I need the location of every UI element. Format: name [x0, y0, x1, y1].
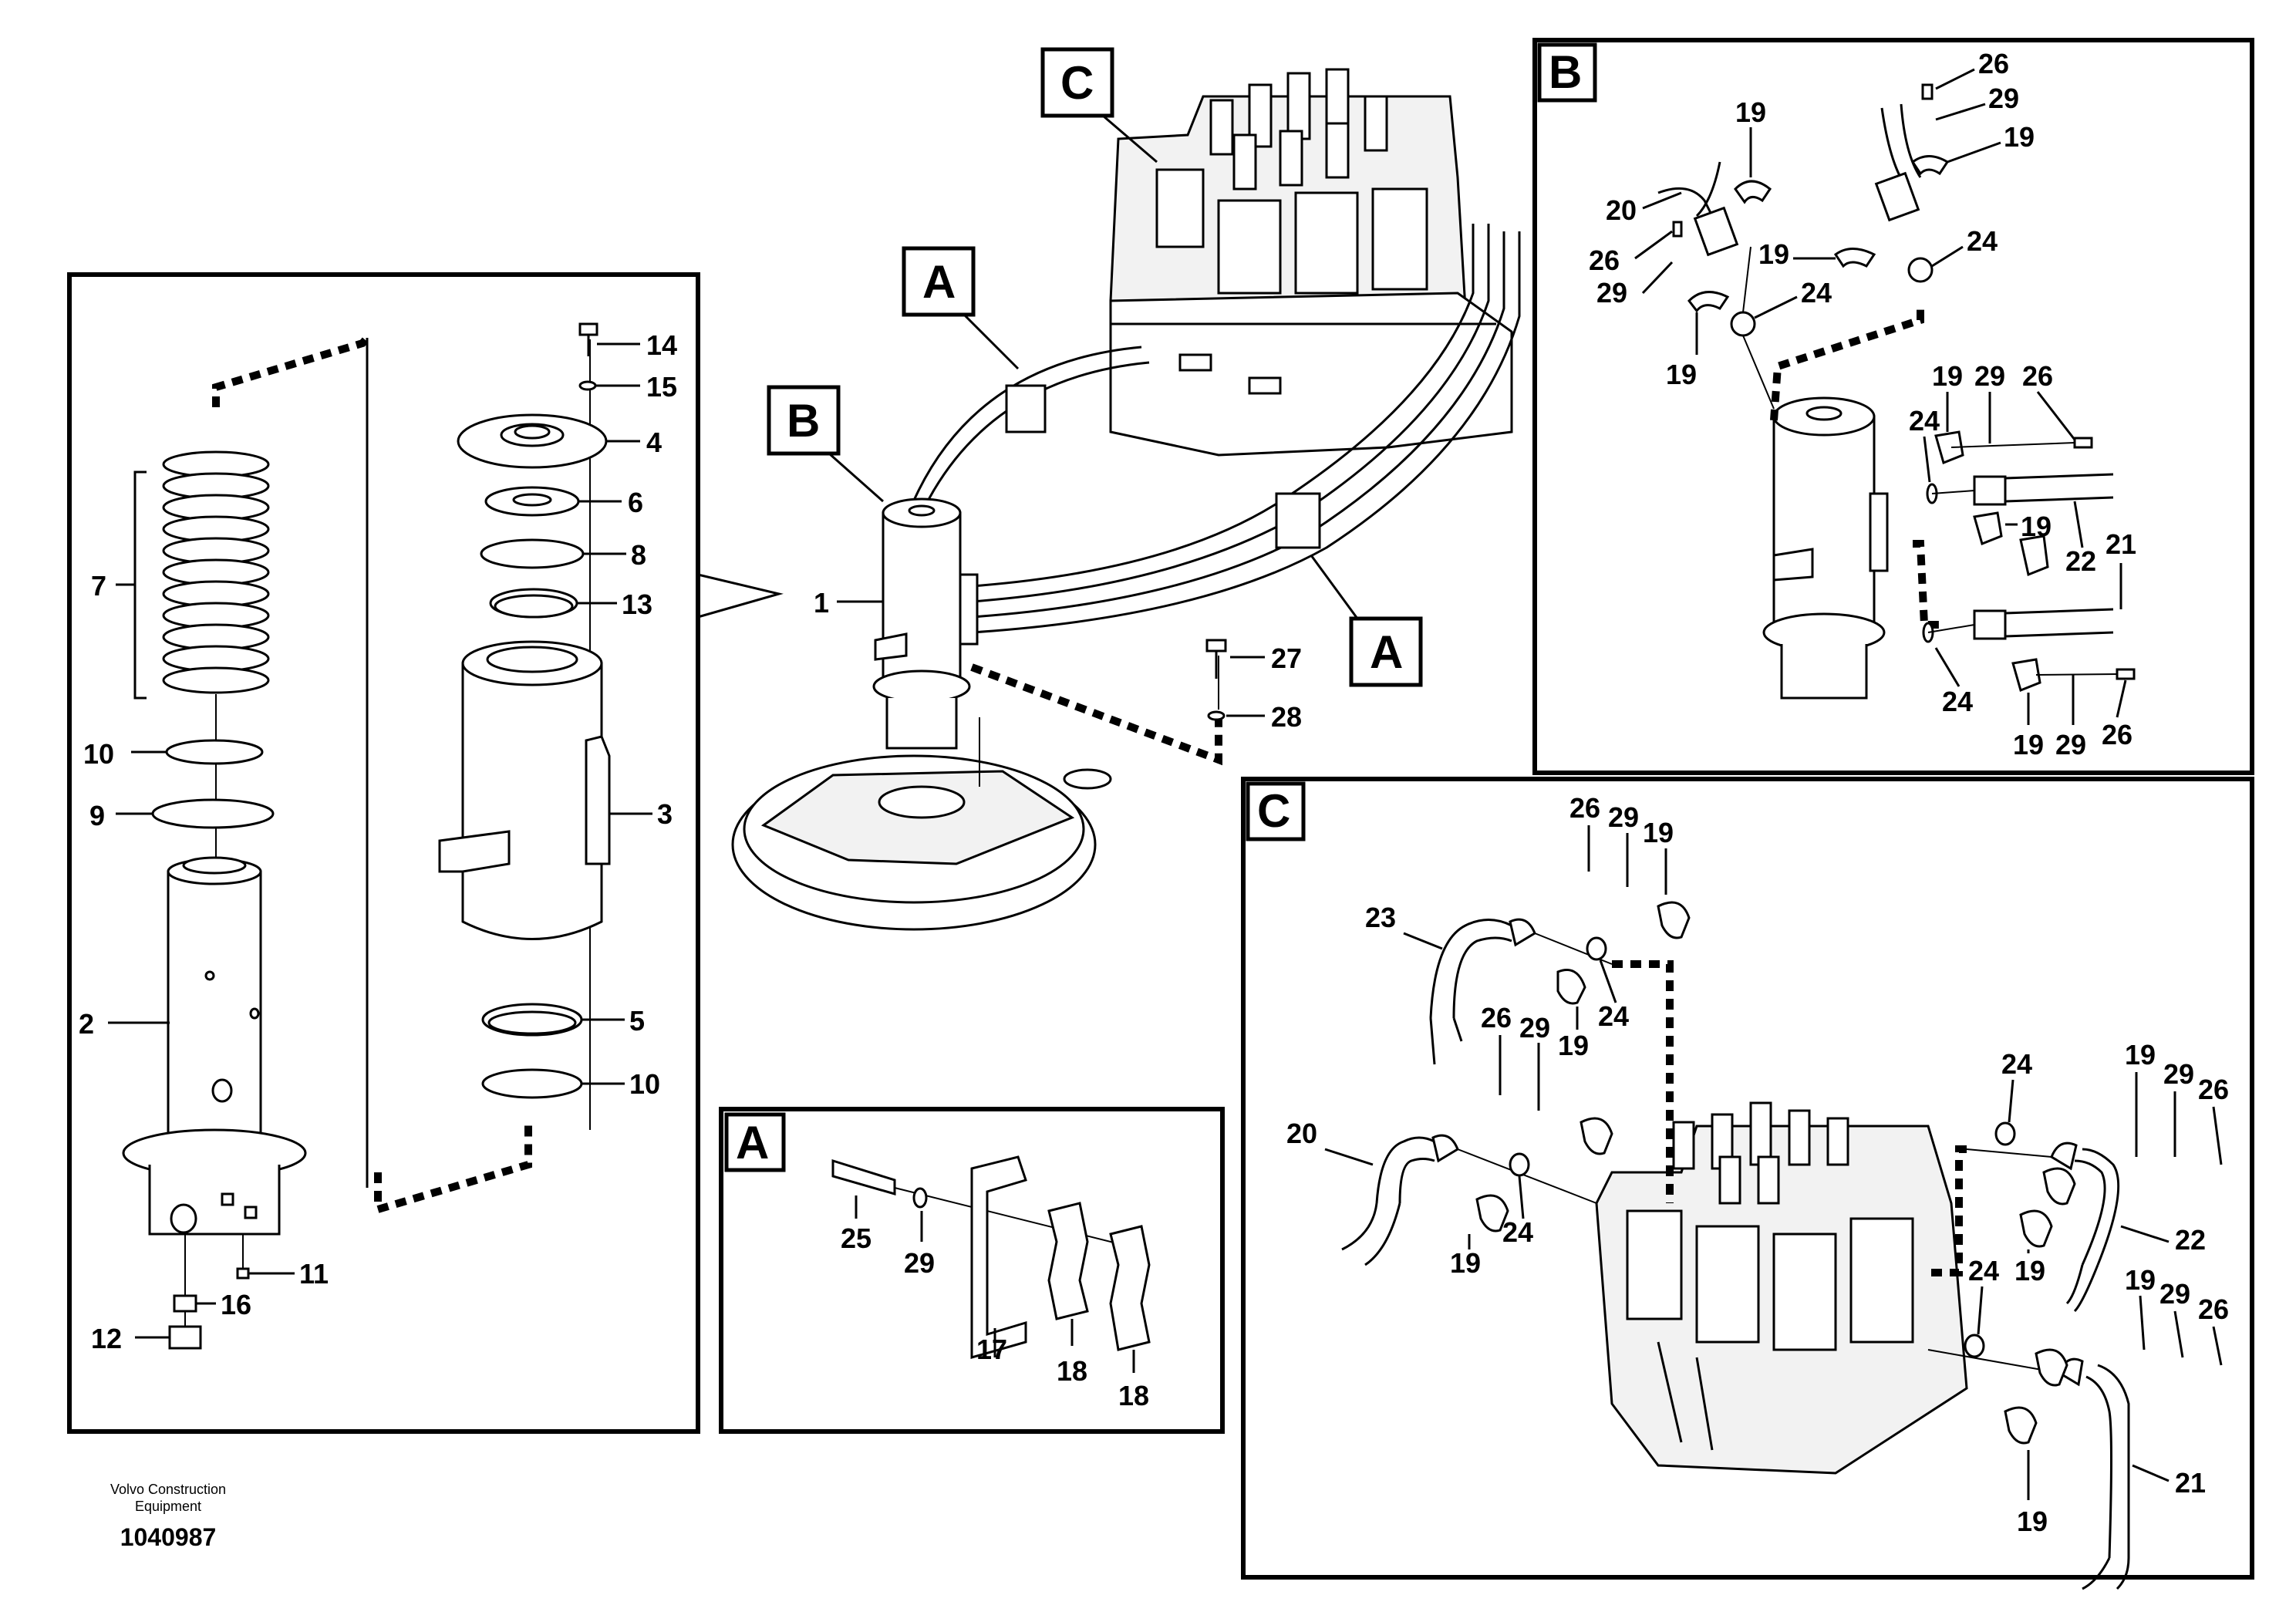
- main-assembly: 27 28 1 C A B A: [731, 47, 1521, 931]
- label-4: 4: [646, 427, 662, 458]
- swivel-shaft: [122, 856, 307, 1236]
- label-9: 9: [89, 800, 105, 831]
- label-29-a: 29: [904, 1247, 935, 1279]
- label-1: 1: [814, 587, 829, 619]
- label-14: 14: [646, 329, 677, 361]
- label-26-b2: 26: [1589, 244, 1620, 276]
- label-8: 8: [631, 539, 646, 571]
- callout-letter-a-top: A: [922, 256, 956, 308]
- detail-c-panel: C: [1241, 777, 2254, 1590]
- label-19-c1: 19: [1643, 817, 1674, 848]
- label-24-c4: 24: [1968, 1255, 1999, 1286]
- label-24-b1: 24: [1801, 277, 1832, 309]
- label-19-b5: 19: [1932, 360, 1963, 392]
- label-26-c4: 26: [2198, 1293, 2229, 1325]
- label-29-c4: 29: [2159, 1278, 2190, 1310]
- label-28: 28: [1271, 701, 1302, 733]
- label-17: 17: [976, 1334, 1007, 1365]
- label-19-c5: 19: [2014, 1255, 2045, 1286]
- label-13: 13: [622, 588, 652, 620]
- detail-b-panel: B: [1532, 38, 2254, 775]
- label-26-b4: 26: [2102, 719, 2132, 750]
- company-name-line1: Volvo Construction: [110, 1482, 227, 1497]
- label-18-b: 18: [1118, 1380, 1149, 1411]
- label-5: 5: [629, 1005, 645, 1037]
- label-26-b3: 26: [2022, 360, 2053, 392]
- view-callout-c: C: [1040, 47, 1158, 164]
- label-27: 27: [1271, 642, 1302, 674]
- label-19-b7: 19: [2013, 729, 2044, 760]
- label-10b: 10: [629, 1068, 660, 1100]
- label-3: 3: [657, 798, 673, 830]
- label-15: 15: [646, 371, 677, 403]
- callout-letter-b: B: [787, 395, 820, 447]
- label-22-b: 22: [2065, 545, 2096, 577]
- label-19-c2: 19: [1558, 1030, 1589, 1061]
- detail-a-panel: A 25 29 17 18 18: [719, 1107, 1225, 1434]
- drawing-number: 1040987: [120, 1523, 217, 1551]
- label-29-b3: 29: [1974, 360, 2005, 392]
- label-26-c3: 26: [2198, 1074, 2229, 1105]
- label-19-b6: 19: [2021, 511, 2052, 542]
- view-callout-a-top: A: [902, 246, 1020, 370]
- swivel-assembly-main: [872, 497, 979, 750]
- callout-letter-a-bottom: A: [1370, 626, 1403, 678]
- label-29-b1: 29: [1988, 83, 2019, 114]
- label-29-b4: 29: [2055, 729, 2086, 760]
- label-19-b3: 19: [1666, 359, 1697, 390]
- label-11: 11: [299, 1258, 329, 1290]
- label-21-c: 21: [2175, 1467, 2206, 1499]
- label-26-b1: 26: [1978, 48, 2009, 79]
- label-6: 6: [628, 487, 643, 518]
- label-7: 7: [91, 570, 106, 602]
- label-21-b: 21: [2106, 528, 2136, 560]
- label-19-c6: 19: [2125, 1264, 2156, 1296]
- swivel-cover: [457, 413, 608, 469]
- label-25: 25: [841, 1222, 872, 1254]
- label-24-c1: 24: [1598, 1000, 1629, 1032]
- label-24-b4: 24: [1942, 686, 1973, 717]
- label-19-c7: 19: [2017, 1506, 2048, 1537]
- control-valve-block: [1109, 68, 1513, 457]
- label-29-c2: 29: [1519, 1012, 1550, 1044]
- label-19-b2: 19: [1735, 96, 1766, 128]
- label-29-b2: 29: [1596, 277, 1627, 309]
- label-24-c3: 24: [2001, 1048, 2032, 1080]
- label-24-b2: 24: [1967, 225, 1998, 257]
- label-29-c1: 29: [1608, 801, 1639, 833]
- label-23-c: 23: [1365, 902, 1396, 933]
- swivel-detail-panel: 7 10 9 2 11 16: [67, 272, 784, 1434]
- control-valve-detail: [1595, 1101, 1968, 1475]
- view-callout-b: B: [767, 385, 884, 503]
- label-19-c4: 19: [2125, 1039, 2156, 1071]
- label-16: 16: [221, 1289, 251, 1320]
- label-12: 12: [91, 1323, 122, 1354]
- label-26-c1: 26: [1569, 792, 1600, 824]
- label-19-b1: 19: [2004, 121, 2035, 153]
- detail-a-letter: A: [736, 1117, 769, 1168]
- company-name-line2: Equipment: [134, 1499, 202, 1514]
- label-24-c2: 24: [1502, 1216, 1533, 1248]
- label-24-b3: 24: [1909, 405, 1940, 437]
- view-callout-a-bottom: A: [1310, 555, 1423, 687]
- footer-company: Volvo Construction Equipment: [91, 1481, 245, 1515]
- label-19-c3: 19: [1450, 1247, 1481, 1279]
- swivel-housing: [438, 640, 611, 940]
- label-2: 2: [79, 1008, 94, 1040]
- label-29-c3: 29: [2163, 1058, 2194, 1090]
- detail-b-letter: B: [1549, 46, 1582, 98]
- label-18-a: 18: [1057, 1355, 1087, 1387]
- label-19-b4: 19: [1758, 238, 1789, 270]
- label-20-c: 20: [1286, 1118, 1317, 1149]
- label-26-c2: 26: [1481, 1002, 1512, 1034]
- detail-c-letter: C: [1257, 785, 1290, 837]
- label-20-b: 20: [1606, 194, 1637, 226]
- label-10: 10: [83, 738, 114, 770]
- callout-letter-c: C: [1060, 57, 1094, 109]
- o-ring-stack: [162, 450, 270, 694]
- label-22-c: 22: [2175, 1224, 2206, 1256]
